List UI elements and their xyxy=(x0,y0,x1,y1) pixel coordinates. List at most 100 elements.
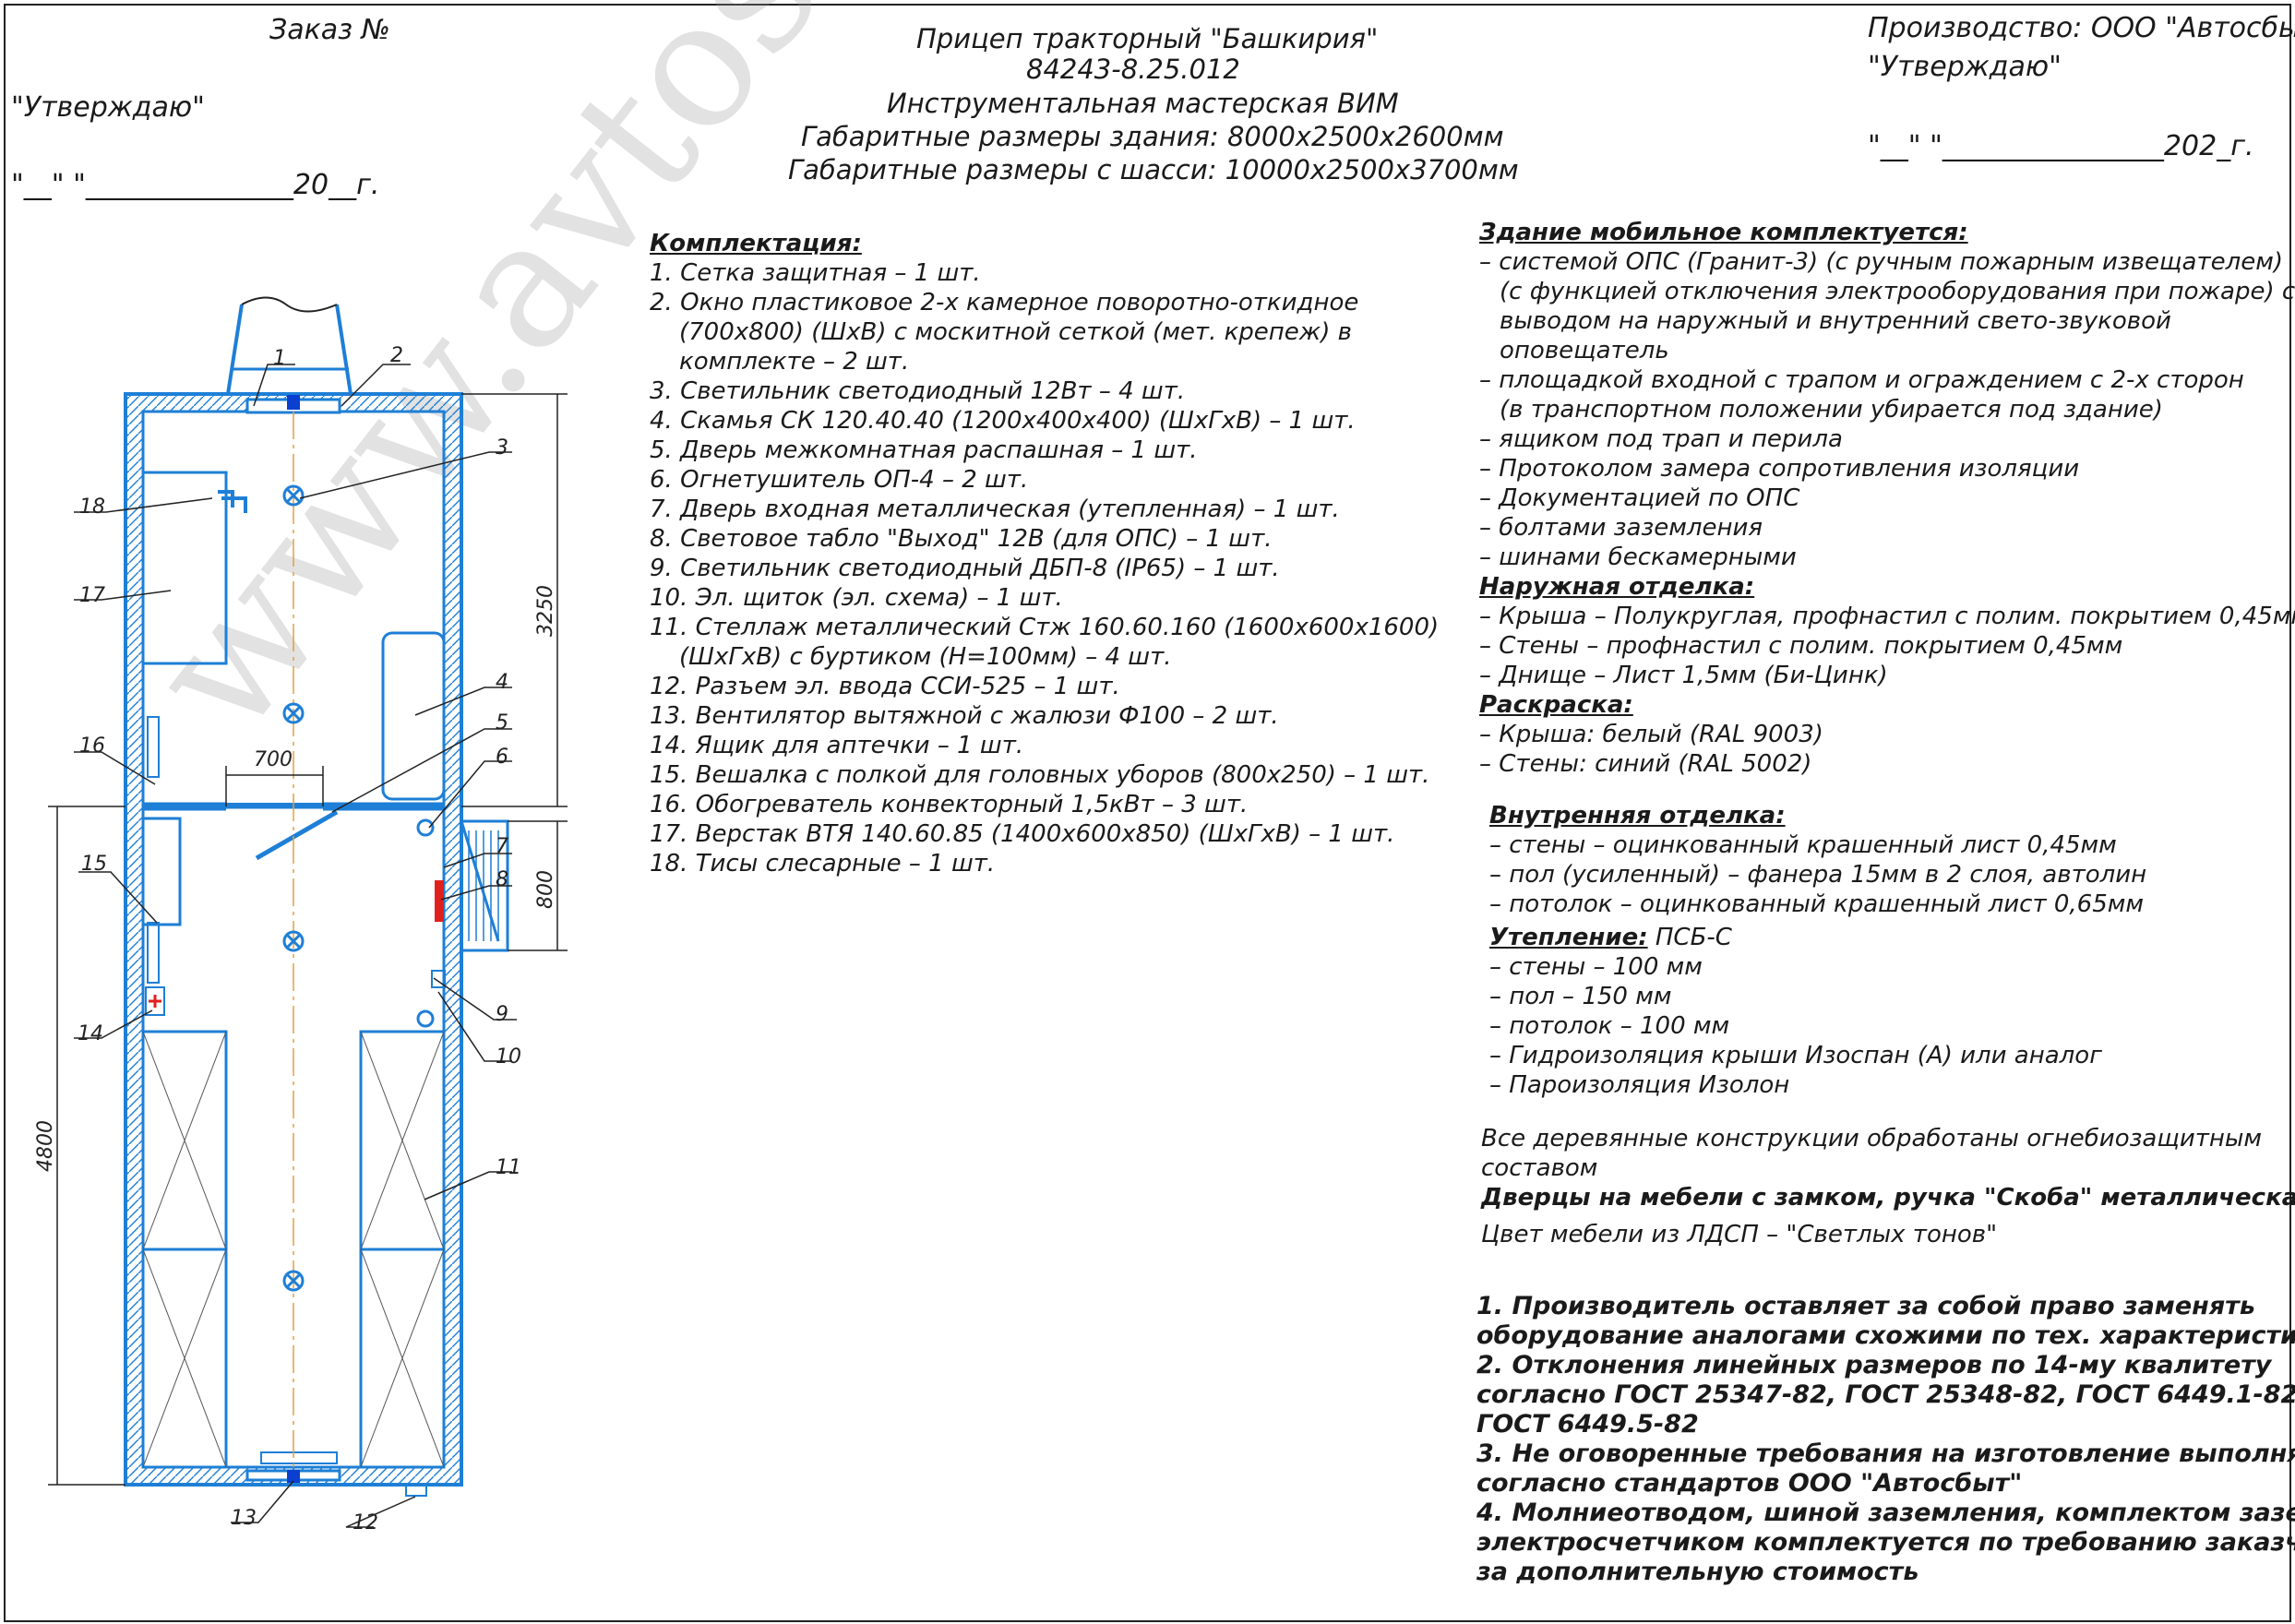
tow-hitch-break xyxy=(241,296,338,313)
callout-15: 15 xyxy=(81,853,107,876)
entrance-door-swing xyxy=(460,820,500,942)
equipment-item: 1. Сетка защитная – 1 шт. xyxy=(650,259,981,287)
equipment-item: 14. Ящик для аптечки – 1 шт. xyxy=(650,732,1024,759)
note-line: 1. Производитель оставляет за собой прав… xyxy=(1476,1292,2255,1320)
title-line-1: Прицеп тракторный "Башкирия" xyxy=(916,23,1379,54)
callout-6: 6 xyxy=(496,746,508,769)
interior-item: – стены – оцинкованный крашенный лист 0,… xyxy=(1489,831,2117,859)
building-item: выводом на наружный и внутренний свето-з… xyxy=(1500,307,2171,335)
order-number-label: Заказ № xyxy=(269,14,390,46)
light-fixture-cross xyxy=(285,487,302,504)
equipment-item: 18. Тисы слесарные – 1 шт. xyxy=(650,850,996,878)
callout-10: 10 xyxy=(496,1045,521,1069)
building-item: (в транспортном положении убирается под … xyxy=(1500,396,2163,424)
insulation-item: – Гидроизоляция крыши Изоспан (А) или ан… xyxy=(1489,1042,2102,1069)
note-line: 2. Отклонения линейных размеров по 14-му… xyxy=(1476,1351,2272,1379)
light-fixture-cross xyxy=(285,1272,302,1289)
interior-door-leaf xyxy=(226,804,339,861)
left-date-line: "__" "_______________20__г. xyxy=(11,169,380,201)
insulation-item: – Пароизоляция Изолон xyxy=(1489,1071,1790,1099)
first-aid-box xyxy=(145,986,165,1016)
insulation-item: – пол – 150 мм xyxy=(1489,983,1672,1010)
entrance-door xyxy=(435,880,444,922)
callout-3: 3 xyxy=(496,436,508,460)
equipment-item: 2. Окно пластиковое 2-х камерное поворот… xyxy=(650,289,1359,316)
building-heading: Здание мобильное комплектуется: xyxy=(1479,219,1968,246)
furniture-color-note: Цвет мебели из ЛДСП – "Светлых тонов" xyxy=(1481,1221,1998,1248)
light-fixture xyxy=(282,930,305,952)
insulation-item: – стены – 100 мм xyxy=(1489,953,1703,981)
hanger-shelf xyxy=(141,817,182,926)
callout-2: 2 xyxy=(390,344,403,367)
callout-5: 5 xyxy=(496,711,508,734)
equipment-item: 7. Дверь входная металлическая (утепленн… xyxy=(650,496,1340,523)
callout-12: 12 xyxy=(353,1511,378,1534)
rack xyxy=(141,1248,228,1469)
exterior-item: – Днище – Лист 1,5мм (Би-Цинк) xyxy=(1479,662,1888,689)
wood-note: составом xyxy=(1481,1154,1598,1182)
paint-item: – Стены: синий (RAL 5002) xyxy=(1479,750,1812,778)
right-date-line: "__" "________________202_г. xyxy=(1868,130,2254,162)
callout-11: 11 xyxy=(496,1156,521,1179)
equipment-item: 6. Огнетушитель ОП-4 – 2 шт. xyxy=(650,466,1029,494)
general-notes: 1. Производитель оставляет за собой прав… xyxy=(1476,1292,2295,1587)
vise xyxy=(218,490,247,513)
sheet-border xyxy=(4,4,2291,1622)
light-fixture xyxy=(282,1270,305,1292)
fire-extinguisher xyxy=(416,1009,435,1028)
rack xyxy=(359,1248,446,1469)
tow-hitch xyxy=(226,304,353,395)
exterior-item: – Крыша – Полукруглая, профнастил с поли… xyxy=(1479,603,2295,630)
building-item: – болтами заземления xyxy=(1479,514,1763,542)
note-line: оборудование аналогами схожими по тех. х… xyxy=(1476,1321,2295,1350)
wood-note: Все деревянные конструкции обработаны ог… xyxy=(1481,1125,2263,1152)
equipment-item: комплекте – 2 шт. xyxy=(679,348,910,376)
building-item: оповещатель xyxy=(1500,337,1669,364)
equipment-item: (ШхГхВ) с буртиком (Н=100мм) – 4 шт. xyxy=(679,643,1172,671)
callout-leaders xyxy=(74,364,517,1528)
title-line-5: Габаритные размеры с шасси: 10000х2500х3… xyxy=(788,154,1519,185)
dimension-lines xyxy=(48,393,568,1486)
light-fixture-cross xyxy=(285,705,302,722)
equipment-item: 4. Скамья СК 120.40.40 (1200х400х400) (Ш… xyxy=(650,407,1356,435)
building-item: – шинами бескамерными xyxy=(1479,543,1797,571)
front-fan xyxy=(287,395,300,410)
insulation-item: – потолок – 100 мм xyxy=(1489,1012,1730,1040)
building-item: – Протоколом замера сопротивления изоляц… xyxy=(1479,455,2080,483)
equipment-item: 3. Светильник светодиодный 12Вт – 4 шт. xyxy=(650,377,1186,405)
paint-item: – Крыша: белый (RAL 9003) xyxy=(1479,721,1823,748)
light-fixture-cross xyxy=(285,933,302,949)
building-item: – площадкой входной с трапом и ограждени… xyxy=(1479,366,2244,394)
finish-notes: Все деревянные конструкции обработаны ог… xyxy=(1481,1124,2295,1249)
interior-spec: Внутренняя отделка: – стены – оцинкованн… xyxy=(1489,801,2146,1100)
building-item: – Документацией по ОПС xyxy=(1479,484,1800,512)
light-fixture xyxy=(282,484,305,507)
exterior-item: – Стены – профнастил с полим. покрытием … xyxy=(1479,632,2123,660)
note-line: согласно стандартов ООО "Автосбыт" xyxy=(1476,1469,2023,1498)
equipment-item: 10. Эл. щиток (эл. схема) – 1 шт. xyxy=(650,584,1063,612)
power-inlet xyxy=(405,1484,427,1497)
interior-item: – пол (усиленный) – фанера 15мм в 2 слоя… xyxy=(1489,861,2147,889)
building-item: – ящиком под трап и перила xyxy=(1479,425,1843,453)
equipment-item: 13. Вентилятор вытяжной с жалюзи Ф100 – … xyxy=(650,702,1279,730)
right-approve-label: "Утверждаю" xyxy=(1868,51,2062,83)
electric-panel xyxy=(431,970,446,988)
producer-label: Производство: ООО "Автосбыт" xyxy=(1868,12,2295,44)
heater xyxy=(147,922,160,984)
heater xyxy=(147,716,160,778)
workbench xyxy=(141,471,228,665)
callout-9: 9 xyxy=(496,1003,508,1026)
callout-16: 16 xyxy=(79,734,105,758)
dim-800: 800 xyxy=(534,870,557,909)
equipment-item: 17. Верстак ВТЯ 140.60.85 (1400х600х850)… xyxy=(650,820,1395,848)
interior-item: – потолок – оцинкованный крашенный лист … xyxy=(1489,890,2144,918)
title-line-3: Инструментальная мастерская ВИМ xyxy=(887,88,1399,119)
building-spec: Здание мобильное комплектуется: – систем… xyxy=(1479,218,2295,779)
building-item: (с функцией отключения электрооборудован… xyxy=(1500,278,2295,305)
callout-17: 17 xyxy=(79,584,105,607)
callout-1: 1 xyxy=(273,347,286,370)
bench xyxy=(381,631,446,801)
dim-3250: 3250 xyxy=(534,585,557,637)
callout-4: 4 xyxy=(496,671,508,694)
